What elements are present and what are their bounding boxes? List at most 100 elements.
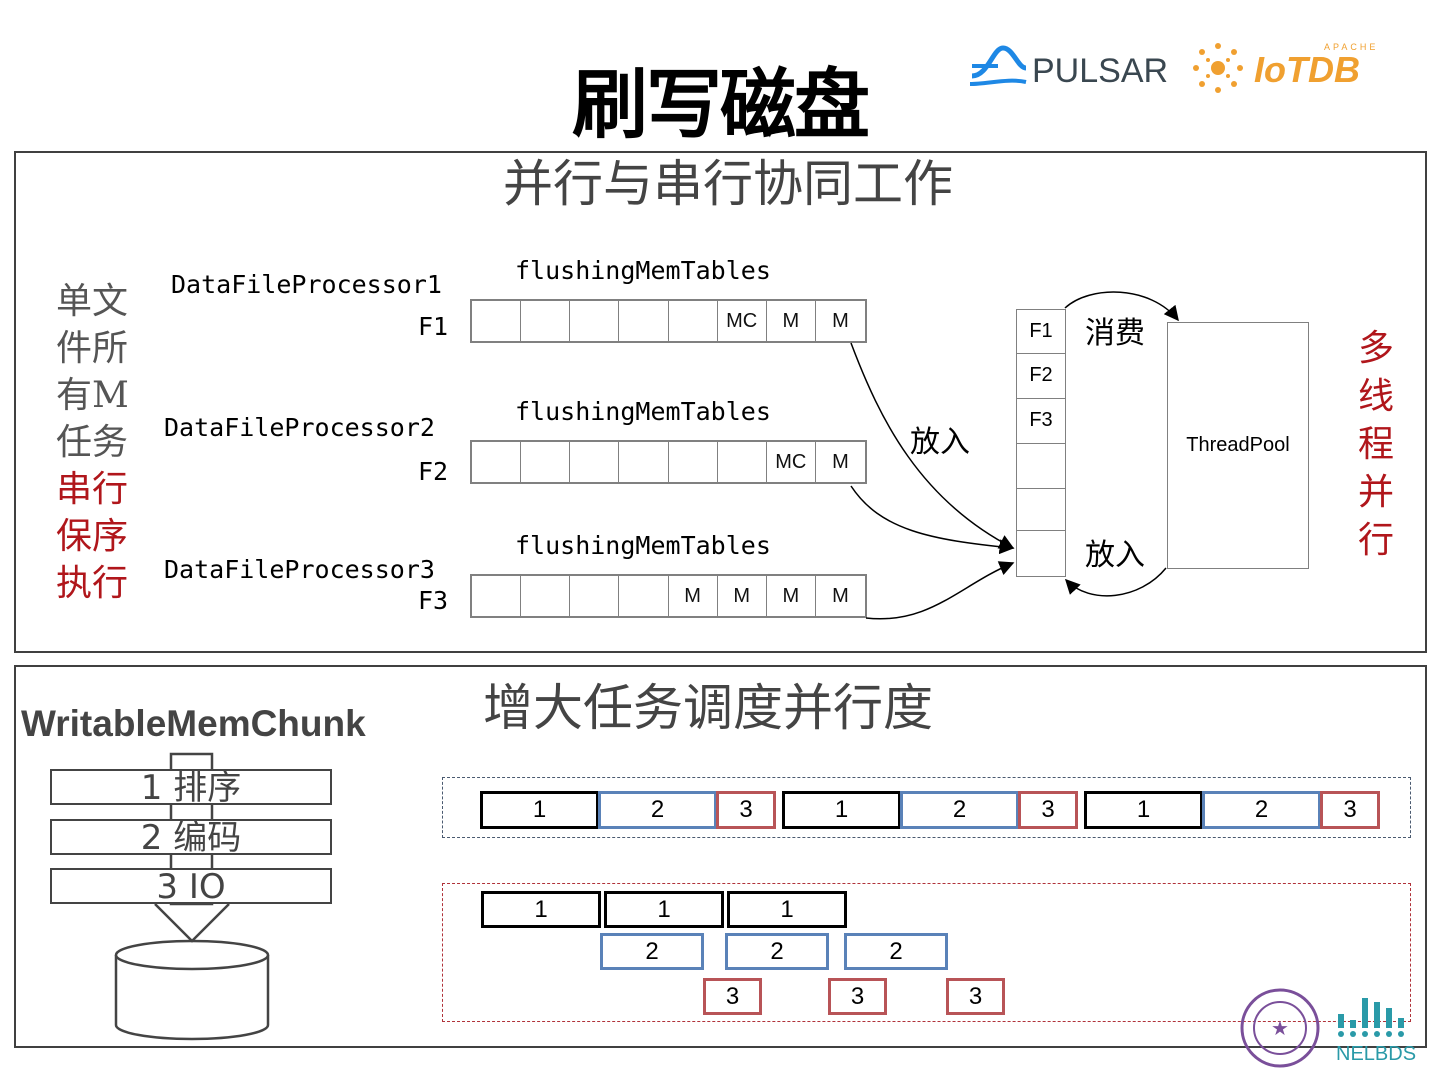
- serial-timeline: [442, 777, 1411, 838]
- serial-step-block: 3: [716, 791, 776, 829]
- queue-cell: [521, 301, 571, 341]
- task-queue: F1 F2 F3: [1016, 309, 1066, 577]
- serial-note-line-red: 串行: [56, 469, 129, 510]
- nelbds-text: NELBDS: [1336, 1043, 1416, 1065]
- task-queue-cell: [1017, 444, 1065, 489]
- queue-cell: [570, 442, 620, 482]
- svg-text:★: ★: [1271, 1016, 1289, 1040]
- processor-file: F2: [418, 457, 449, 486]
- processor-name: DataFileProcessor3: [164, 555, 435, 584]
- task-queue-cell: F1: [1017, 310, 1065, 354]
- queue-label: flushingMemTables: [515, 256, 771, 285]
- queue-cell: [669, 442, 718, 482]
- put-label: 放入: [910, 425, 970, 460]
- pulsar-logo-text: PULSAR: [1032, 52, 1168, 90]
- serial-step-block: 1: [782, 791, 901, 829]
- flushing-queue: MC M: [470, 440, 867, 484]
- queue-cell: M: [767, 301, 816, 341]
- serial-note-line: 单文: [56, 281, 129, 322]
- queue-cell: MC: [767, 442, 816, 482]
- threadpool-box: ThreadPool: [1167, 322, 1309, 569]
- serial-step-block: 2: [598, 791, 717, 829]
- flushing-queue: M M M M: [470, 574, 867, 618]
- serial-note-line: 任务: [56, 422, 129, 463]
- queue-cell: [521, 576, 571, 616]
- consume-arrow: [1064, 291, 1179, 322]
- step-io: 3 IO: [50, 868, 332, 904]
- queue-cell: [570, 576, 620, 616]
- footer-logos: ★ NELBDS: [1240, 988, 1416, 1068]
- queue-cell: M: [832, 451, 849, 473]
- slide-title: 刷写磁盘: [572, 60, 870, 149]
- processor-name: DataFileProcessor2: [164, 413, 435, 442]
- put-arrow-f1: [850, 342, 1015, 549]
- disk-icon: [114, 939, 270, 1041]
- queue-cell: [521, 442, 571, 482]
- queue-cell: [669, 301, 718, 341]
- processor-name: DataFileProcessor1: [171, 270, 442, 299]
- pipeline-step-block: 1: [604, 891, 724, 928]
- multithread-note-char: 线: [1358, 376, 1395, 417]
- serial-step-block: 1: [1084, 791, 1203, 829]
- queue-cell: [472, 576, 522, 616]
- serial-step-block: 1: [480, 791, 599, 829]
- processor-file: F1: [418, 312, 449, 341]
- task-queue-cell: [1017, 531, 1065, 575]
- step-sort: 1 排序: [50, 769, 332, 805]
- put-arrow-f2: [850, 485, 1015, 555]
- chunk-title: WritableMemChunk: [21, 703, 366, 744]
- processor-file: F3: [418, 586, 449, 615]
- iotdb-burst-icon: [1193, 43, 1243, 93]
- nelbds-bars-icon: [1338, 998, 1404, 1037]
- pipeline-step-block: 3: [946, 978, 1005, 1015]
- step-encode: 2 编码: [50, 819, 332, 855]
- pipeline-step-block: 2: [844, 933, 948, 970]
- multithread-note-char: 程: [1358, 424, 1395, 465]
- queue-cell: [570, 301, 620, 341]
- serial-note-line-red: 执行: [56, 563, 129, 604]
- serial-step-block: 3: [1320, 791, 1380, 829]
- pipeline-step-block: 2: [600, 933, 704, 970]
- pipeline-step-block: 3: [828, 978, 887, 1015]
- university-seal-icon: ★: [1240, 988, 1320, 1068]
- serial-step-block: 2: [900, 791, 1019, 829]
- put-back-arrow: [1064, 567, 1167, 597]
- consume-label: 消费: [1085, 316, 1145, 351]
- logos: PULSAR APACHE IoTDB: [969, 42, 1375, 93]
- pipeline-step-block: 1: [481, 891, 601, 928]
- task-queue-cell: F2: [1017, 354, 1065, 399]
- serial-note-line-red: 保序: [56, 516, 129, 557]
- serial-note-line: 件所: [56, 328, 129, 369]
- serial-step-block: 2: [1202, 791, 1321, 829]
- pulsar-logo-icon: [969, 45, 1027, 86]
- queue-cell: [619, 442, 669, 482]
- flushing-queue: MC M M: [470, 299, 867, 343]
- queue-cell: MC: [718, 301, 767, 341]
- multithread-note-char: 行: [1358, 520, 1395, 561]
- queue-label: flushingMemTables: [515, 397, 771, 426]
- pipeline-step-block: 2: [725, 933, 829, 970]
- queue-cell: M: [718, 576, 767, 616]
- top-panel-subtitle: 并行与串行协同工作: [503, 155, 953, 213]
- bottom-panel-subtitle: 增大任务调度并行度: [483, 679, 933, 737]
- queue-cell: [619, 576, 669, 616]
- multithread-note: 多 线 程 并 行: [1358, 325, 1398, 565]
- queue-cell: M: [832, 585, 849, 607]
- queue-cell: M: [669, 576, 718, 616]
- queue-cell: M: [767, 576, 816, 616]
- serial-note-line: 有M: [56, 375, 129, 416]
- queue-cell: M: [832, 310, 849, 332]
- parallel-serial-panel: [14, 151, 1427, 653]
- queue-cell: [718, 442, 767, 482]
- pipeline-step-block: 1: [727, 891, 847, 928]
- put-back-label: 放入: [1085, 538, 1145, 573]
- queue-label: flushingMemTables: [515, 531, 771, 560]
- parallelism-panel: [14, 665, 1427, 1048]
- pipeline-timeline: [442, 883, 1411, 1022]
- pipeline-step-block: 3: [703, 978, 762, 1015]
- queue-cell: [619, 301, 669, 341]
- queue-cell: [472, 442, 522, 482]
- serial-note: 单文 件所 有M 任务 串行 保序 执行: [56, 278, 136, 607]
- queue-cell: [472, 301, 522, 341]
